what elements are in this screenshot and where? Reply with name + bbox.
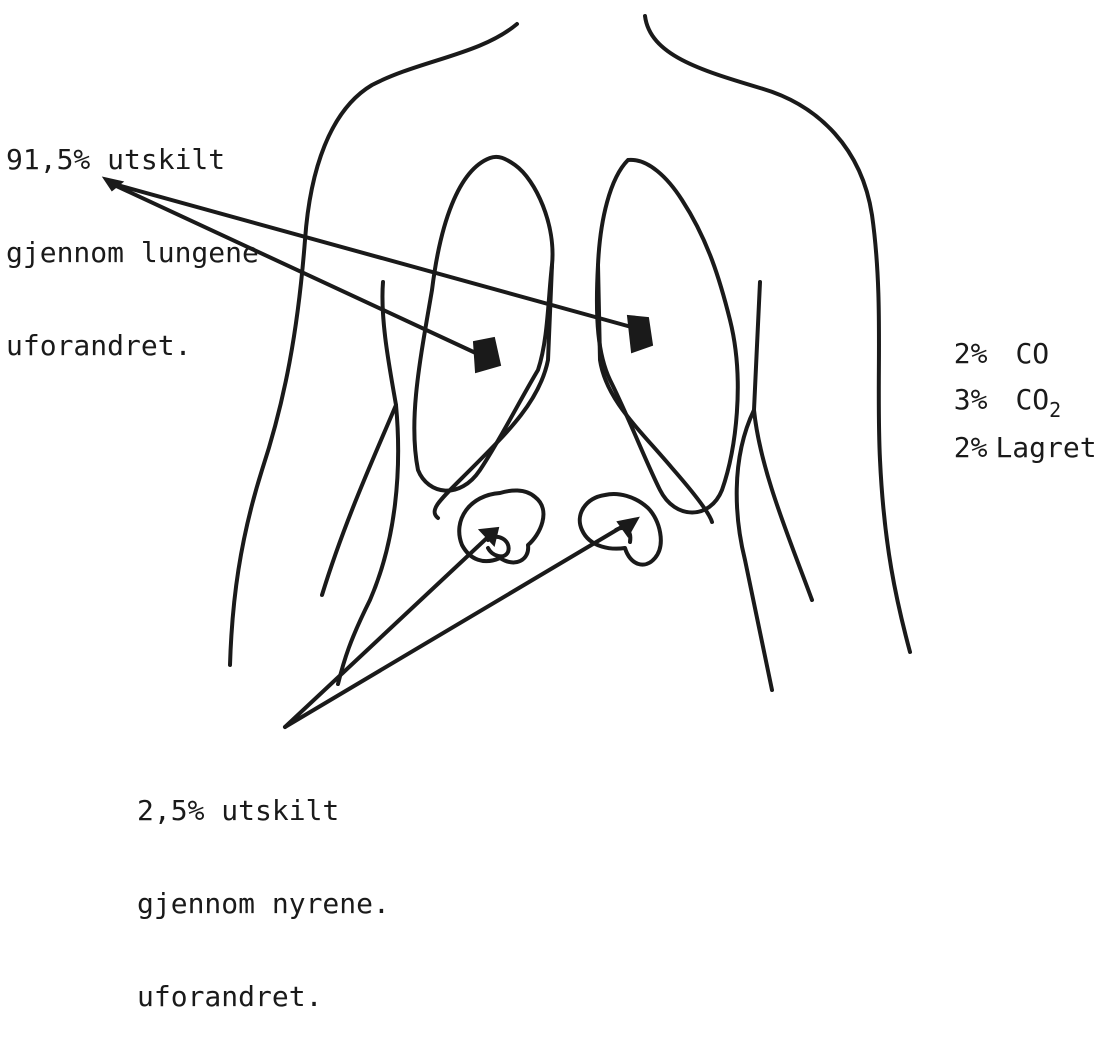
- left-flank-line: [338, 405, 398, 684]
- torso-right-outline: [645, 16, 910, 652]
- lungs-label-line-1: 91,5% utskilt: [6, 144, 259, 175]
- right-lung-target-mark: [628, 316, 652, 352]
- kidneys-label-line-1: 2,5% utskilt: [137, 795, 390, 826]
- lungs-label-line-3: uforandret.: [6, 330, 259, 361]
- fate-percent: 2%: [954, 431, 988, 464]
- fate-row-stored: 2%Lagret.: [920, 398, 1097, 464]
- lungs-excretion-label: 91,5% utskilt gjennom lungene uforandret…: [6, 82, 259, 392]
- right-flank-line: [737, 410, 772, 690]
- kidneys-label-line-2: gjennom nyrene.: [137, 888, 390, 919]
- airway-line-left: [435, 265, 552, 518]
- left-lung: [414, 157, 552, 491]
- right-kidney-arrowhead: [618, 518, 638, 536]
- kidneys-label-line-3: uforandret.: [137, 981, 390, 1012]
- fate-substance: Lagret.: [995, 431, 1097, 464]
- left-lung-target-mark: [474, 338, 500, 372]
- kidneys-excretion-label: 2,5% utskilt gjennom nyrene. uforandret.: [137, 733, 390, 1043]
- left-arm-line: [322, 282, 396, 595]
- lungs-label-line-2: gjennom lungene: [6, 237, 259, 268]
- right-arm-line: [754, 282, 812, 600]
- arrow-to-left-kidney: [285, 537, 488, 727]
